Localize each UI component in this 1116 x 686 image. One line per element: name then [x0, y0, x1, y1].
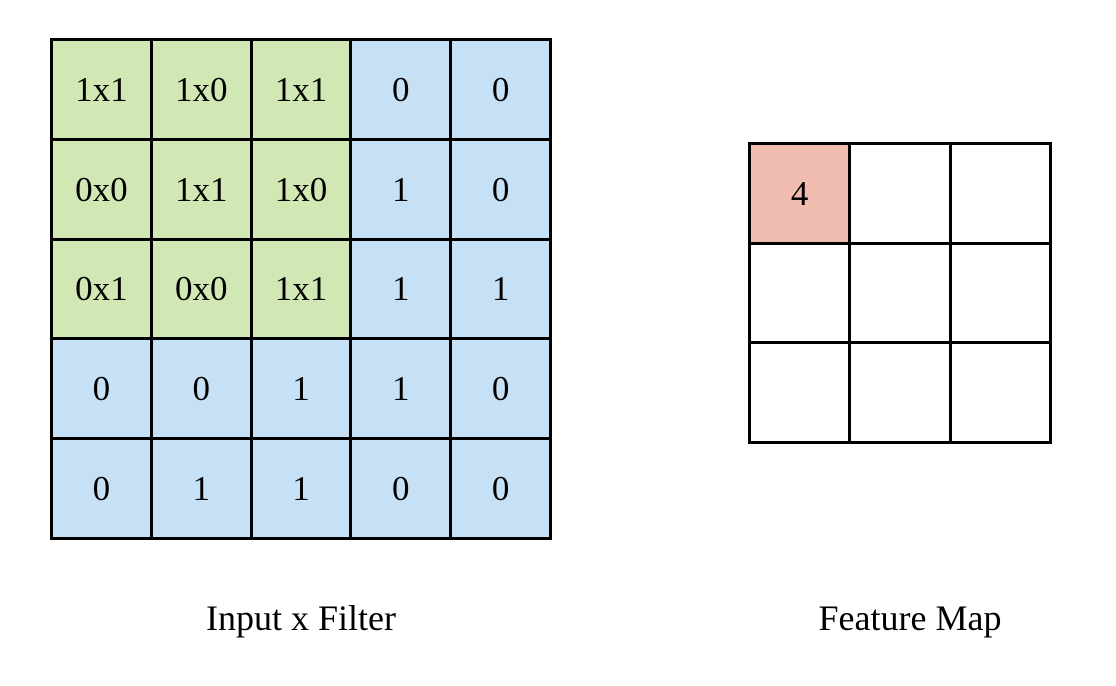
- input-cell-r5-c1: 0: [53, 440, 150, 537]
- input-cell-r4-c1: 0: [53, 340, 150, 438]
- input-cell-r1-c3: 1x1: [252, 41, 350, 138]
- input-cell-r3-c5: 1: [452, 240, 549, 338]
- input-cell-r2-c1: 0x0: [53, 140, 150, 238]
- input-cell-r3-c4: 1: [352, 240, 450, 338]
- feature-cell-r3-c3: [951, 344, 1049, 441]
- input-cell-r2-c4: 1: [352, 140, 450, 238]
- feature-cell-r2-c3: [951, 244, 1049, 342]
- input-cell-r2-c5: 0: [452, 140, 549, 238]
- input-cell-r5-c2: 1: [152, 440, 250, 537]
- feature-cell-r1-c3: [951, 145, 1049, 242]
- input-cell-r5-c4: 0: [352, 440, 450, 537]
- feature-cell-r3-c1: [751, 344, 849, 441]
- feature-cell-r2-c2: [851, 244, 949, 342]
- input-cell-r2-c2: 1x1: [152, 140, 250, 238]
- feature-cell-r2-c1: [751, 244, 849, 342]
- input-cell-r4-c4: 1: [352, 340, 450, 438]
- input-cell-r5-c3: 1: [252, 440, 350, 537]
- feature-cell-r3-c2: [851, 344, 949, 441]
- input-filter-caption: Input x Filter: [206, 598, 396, 638]
- input-cell-r3-c3: 1x1: [252, 240, 350, 338]
- feature-cell-r1-c1: 4: [751, 145, 849, 242]
- input-cell-r4-c2: 0: [152, 340, 250, 438]
- input-cell-r1-c5: 0: [452, 41, 549, 138]
- input-cell-r3-c2: 0x0: [152, 240, 250, 338]
- input-cell-r2-c3: 1x0: [252, 140, 350, 238]
- input-cell-r3-c1: 0x1: [53, 240, 150, 338]
- input-cell-r1-c2: 1x0: [152, 41, 250, 138]
- input-cell-r1-c1: 1x1: [53, 41, 150, 138]
- input-cell-r1-c4: 0: [352, 41, 450, 138]
- input-cell-r4-c5: 0: [452, 340, 549, 438]
- feature-cell-r1-c2: [851, 145, 949, 242]
- input-cell-r5-c5: 0: [452, 440, 549, 537]
- feature-map-grid: 4: [748, 142, 1052, 444]
- input-cell-r4-c3: 1: [252, 340, 350, 438]
- feature-map-caption: Feature Map: [818, 598, 1002, 638]
